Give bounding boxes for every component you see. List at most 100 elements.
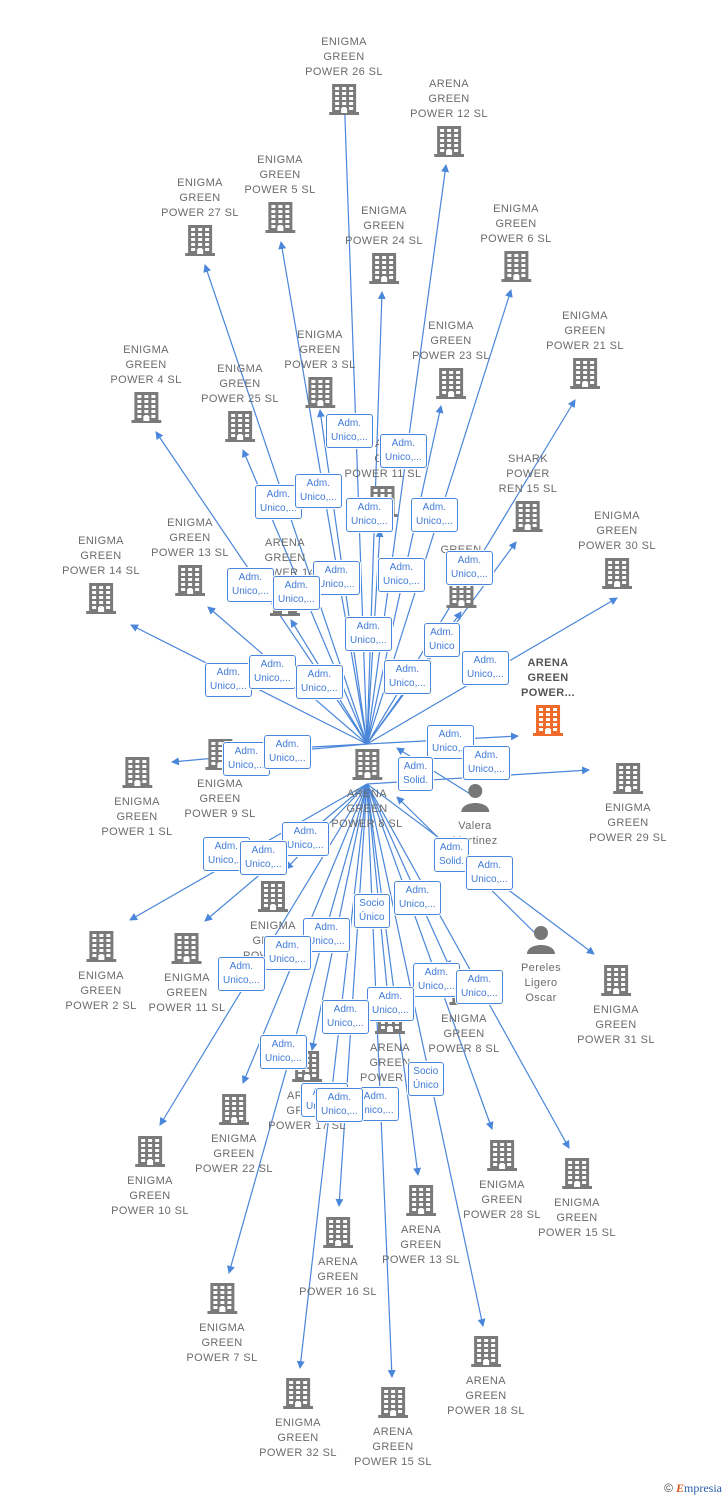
- building-icon: [612, 761, 643, 799]
- footer-brand[interactable]: © Empresia: [664, 1481, 722, 1496]
- node-label-line: POWER 3 SL: [284, 359, 356, 371]
- relation-tag[interactable]: Adm.Unico,...: [378, 558, 425, 592]
- relation-tag[interactable]: Adm.Unico,...: [411, 498, 458, 532]
- relation-tag[interactable]: Adm.Solid.: [398, 757, 434, 791]
- relation-tag-line: Adm.: [275, 739, 300, 750]
- building-icon: [282, 1376, 313, 1414]
- relation-tag[interactable]: Adm.Unico,...: [462, 651, 509, 685]
- relation-tag[interactable]: Adm.Unico,...: [367, 987, 414, 1021]
- relation-tag[interactable]: Adm.Unico,...: [326, 414, 373, 448]
- node-label-line: REN 15 SL: [498, 483, 558, 495]
- relation-tag[interactable]: Adm.Unico,...: [463, 746, 510, 780]
- node-label-line: GREEN: [323, 51, 365, 63]
- relation-tag[interactable]: Adm.Unico,...: [346, 498, 393, 532]
- relation-tag[interactable]: Adm.Unico,...: [227, 568, 274, 602]
- node-label-line: ARENA: [401, 1224, 441, 1236]
- relation-tag[interactable]: Adm.Unico,...: [295, 474, 342, 508]
- node-label-line: POWER 21 SL: [546, 340, 624, 352]
- relation-tag[interactable]: Adm.Unico,...: [345, 617, 392, 651]
- relation-tag-line: Adm.: [391, 438, 416, 449]
- relation-tag[interactable]: Adm.Unico,...: [282, 822, 329, 856]
- node-label-line: POWER 31 SL: [577, 1034, 655, 1046]
- relation-tag[interactable]: Adm.Unico,...: [316, 1088, 363, 1122]
- node-label-line: GREEN: [595, 1019, 637, 1031]
- relation-tag-line: Adm.: [216, 667, 241, 678]
- node-label-line: ENIGMA: [217, 363, 263, 375]
- relation-tag[interactable]: Adm.Unico,...: [413, 963, 460, 997]
- relation-tag[interactable]: Adm.Unico,...: [218, 957, 265, 991]
- node-label-line: POWER 27 SL: [161, 207, 239, 219]
- node-label-line: POWER 10 SL: [111, 1205, 189, 1217]
- relation-tag-line: Adm.: [405, 885, 430, 896]
- relation-tag[interactable]: Adm.Solid.: [434, 838, 470, 872]
- relation-tag-line: Adm.: [251, 845, 276, 856]
- node-label-line: POWER 26 SL: [305, 66, 383, 78]
- relation-tag[interactable]: Adm.Unico,...: [466, 856, 513, 890]
- relation-tag[interactable]: Adm.Unico,...: [223, 742, 270, 776]
- building-icon: [171, 931, 202, 969]
- node-label-line: ENIGMA: [554, 1197, 600, 1209]
- node-label-line: ENIGMA: [123, 344, 169, 356]
- node-label-line: ENIGMA: [127, 1175, 173, 1187]
- relation-tag[interactable]: Adm.Unico,...: [384, 660, 431, 694]
- relation-tag[interactable]: Adm.Unico,...: [296, 665, 343, 699]
- relation-tag[interactable]: Adm.Unico,...: [446, 551, 493, 585]
- relation-tag[interactable]: Adm.Unico,...: [240, 841, 287, 875]
- node-label-line: GREEN: [400, 1239, 442, 1251]
- relation-tag[interactable]: Adm.Unico,...: [456, 970, 503, 1004]
- relation-tag-line: Adm.: [284, 580, 309, 591]
- relation-tag[interactable]: Adm.Unico,...: [322, 1000, 369, 1034]
- relation-tag[interactable]: Adm.Unico,...: [249, 655, 296, 689]
- node-label-line: ARENA: [373, 1426, 413, 1438]
- relation-tag[interactable]: Adm.Unico,...: [264, 735, 311, 769]
- relation-tag[interactable]: Adm.Unico,...: [205, 663, 252, 697]
- relation-tag[interactable]: Adm.Unico,...: [273, 576, 320, 610]
- relation-tag[interactable]: Adm.Unico,...: [303, 918, 350, 952]
- relation-tag[interactable]: Adm.Unico,...: [380, 434, 427, 468]
- relation-tag[interactable]: Adm.Unico,...: [264, 936, 311, 970]
- relation-tag[interactable]: Adm.Unico,...: [394, 881, 441, 915]
- relation-tag[interactable]: Adm.Unico,...: [313, 561, 360, 595]
- relation-tag[interactable]: Adm.Unico,...: [260, 1035, 307, 1069]
- relation-tag-line: Unico,...: [269, 954, 306, 965]
- relation-tag[interactable]: Adm.Unico: [424, 623, 460, 657]
